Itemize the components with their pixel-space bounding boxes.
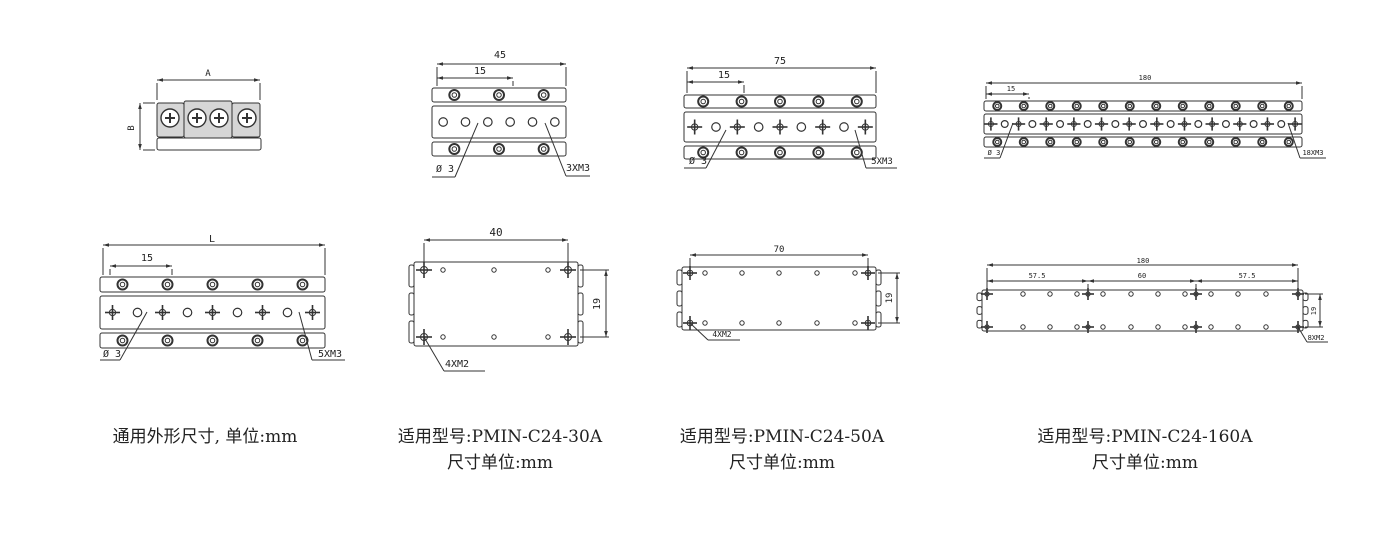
- dim-15-label: 15: [141, 253, 153, 264]
- rail-50a-bottom-view: [676, 253, 900, 341]
- hole-note: Ø 3: [103, 348, 121, 360]
- hole-note: Ø 3: [436, 163, 454, 175]
- dim-15-label: 15: [1007, 85, 1015, 93]
- dim-19-label: 19: [592, 298, 603, 310]
- caption-50a-unit: 尺寸单位:mm: [729, 453, 835, 473]
- rail-30a-bottom-view: [408, 238, 609, 372]
- thread-note: 18XM3: [1302, 149, 1323, 157]
- generic-side-view: [138, 78, 262, 151]
- dim-180-label: 180: [1137, 257, 1150, 265]
- rail-30a-top-view: [431, 62, 590, 178]
- hole-note: Ø 3: [988, 149, 1001, 157]
- thread-note: 4XM2: [445, 359, 469, 370]
- rail-generic-top-view: [99, 243, 345, 361]
- dim-60-label: 60: [1138, 272, 1146, 280]
- dim-70-label: 70: [774, 245, 785, 255]
- caption-30a-model: 适用型号:PMIN-C24-30A: [397, 427, 603, 447]
- caption-generic: 通用外形尺寸, 单位:mm: [112, 427, 298, 447]
- dim-15-label: 15: [718, 70, 730, 81]
- dim-19-label: 19: [885, 293, 895, 304]
- hole-note: Ø 3: [689, 155, 707, 167]
- dim-45-label: 45: [494, 50, 506, 61]
- dim-40-label: 40: [489, 226, 502, 239]
- thread-note: 5XM3: [318, 349, 342, 360]
- rail-50a-top-view: [683, 66, 897, 169]
- thread-note: 3XM3: [566, 163, 590, 174]
- thread-note: 8XM2: [1308, 334, 1325, 342]
- caption-30a-unit: 尺寸单位:mm: [447, 453, 553, 473]
- dim-75-label: 75: [774, 56, 786, 67]
- rail-160a-top-view: [983, 81, 1326, 159]
- caption-160a-model: 适用型号:PMIN-C24-160A: [1037, 427, 1253, 447]
- rail-160a-bottom-view: [976, 263, 1328, 343]
- dim-19-label: 19: [1310, 307, 1318, 315]
- caption-50a-model: 适用型号:PMIN-C24-50A: [679, 427, 885, 447]
- dim-b-label: B: [127, 125, 137, 130]
- dim-15-label: 15: [474, 66, 486, 77]
- dim-57-5-left-label: 57.5: [1029, 272, 1046, 280]
- thread-note: 5XM3: [871, 157, 893, 167]
- thread-note: 4XM2: [712, 330, 731, 339]
- dim-57-5-right-label: 57.5: [1239, 272, 1256, 280]
- caption-160a-unit: 尺寸单位:mm: [1092, 453, 1198, 473]
- dim-a-label: A: [205, 69, 211, 79]
- dim-180-label: 180: [1139, 74, 1152, 82]
- dim-l-label: L: [209, 234, 215, 245]
